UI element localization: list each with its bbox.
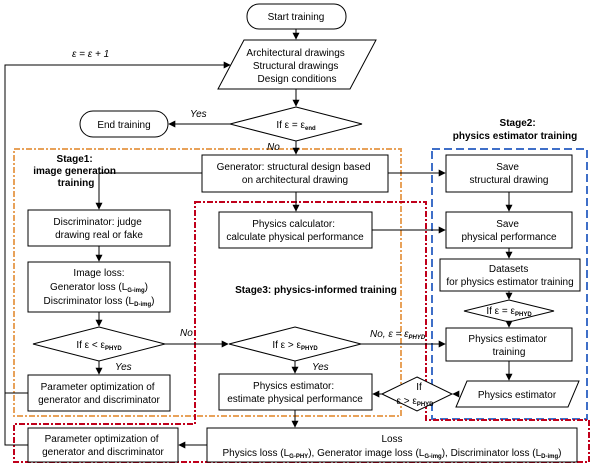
stage1-label: Stage1: image generation training — [33, 154, 119, 189]
generator-node — [201, 154, 389, 193]
stage2-label: Stage2: physics estimator training — [453, 118, 577, 142]
end-text: End training — [97, 120, 150, 131]
physics-calculator-node — [218, 211, 373, 249]
yes-phyd1-label: Yes — [115, 362, 132, 373]
connectors — [4, 29, 513, 449]
datasets-text: Datasets for physics estimator training — [446, 264, 573, 288]
phyd-condition-4-text: If — [416, 382, 422, 393]
physics-calculator-text: Physics calculator: calculate physical p… — [226, 219, 364, 243]
phyd-condition-1-text: If ε < εPHYD — [76, 340, 122, 352]
save-physical-node — [445, 211, 573, 249]
image-loss-title: Image loss: — [73, 268, 124, 279]
physics-estimator-node — [218, 373, 373, 411]
generator-loss-text: Generator loss (LG-img) — [50, 282, 148, 294]
generator-text: Generator: structural design based on ar… — [217, 162, 374, 186]
no-phyd1-label: No — [180, 328, 193, 339]
stage3-frame — [13, 201, 590, 463]
pe-training-text: Physics estimator training — [468, 334, 549, 358]
phyd-condition-3-text: If ε = εPHYD — [486, 306, 532, 318]
inputs-text: Architectural drawings Structural drawin… — [246, 48, 347, 85]
pe-training-node — [445, 327, 573, 362]
phyd-condition-4-diamond — [380, 376, 454, 412]
yes-phyd2-label: Yes — [312, 362, 329, 373]
end-condition-text: If ε = εend — [276, 120, 316, 132]
start-text: Start training — [268, 12, 325, 23]
pe-io-text: Physics estimator — [478, 390, 557, 401]
param-opt-1-text: Parameter optimization of generator and … — [38, 382, 160, 406]
stage3-label: Stage3: physics-informed training — [235, 285, 397, 296]
discriminator-node — [27, 209, 171, 247]
discriminator-loss-text: Discriminator loss (LD-img) — [44, 296, 155, 308]
loss-title: Loss — [381, 434, 402, 445]
phyd-condition-4-text-2: ε > εPHYD — [397, 396, 435, 408]
no-phyd2-label: No, ε = εPHYD — [370, 329, 426, 341]
yes-end-label: Yes — [190, 109, 207, 120]
stage2-frame — [431, 148, 588, 420]
physics-estimator-text: Physics estimator: estimate physical per… — [227, 381, 363, 405]
datasets-node — [439, 258, 581, 292]
no-end-label: No — [267, 142, 280, 153]
discriminator-text: Discriminator: judge drawing real or fak… — [53, 217, 144, 241]
param-opt-2-node — [27, 427, 179, 463]
stage1-frame — [13, 148, 402, 417]
save-structural-text: Save structural drawing — [470, 162, 549, 186]
save-structural-node — [445, 154, 573, 193]
param-opt-1-node — [27, 374, 171, 412]
epoch-label: ε = ε + 1 — [72, 49, 109, 60]
end-node — [79, 110, 169, 138]
image-loss-node — [27, 261, 171, 313]
pe-io-node — [455, 380, 580, 408]
inputs-node — [217, 39, 377, 90]
phyd-condition-2-text: If ε > εPHYD — [272, 340, 318, 352]
param-opt-2-text: Parameter optimization of generator and … — [42, 434, 164, 458]
save-physical-text: Save physical performance — [461, 219, 556, 243]
loss-node — [206, 427, 578, 463]
loss-detail: Physics loss (LG-PHY), Generator image l… — [222, 448, 561, 460]
